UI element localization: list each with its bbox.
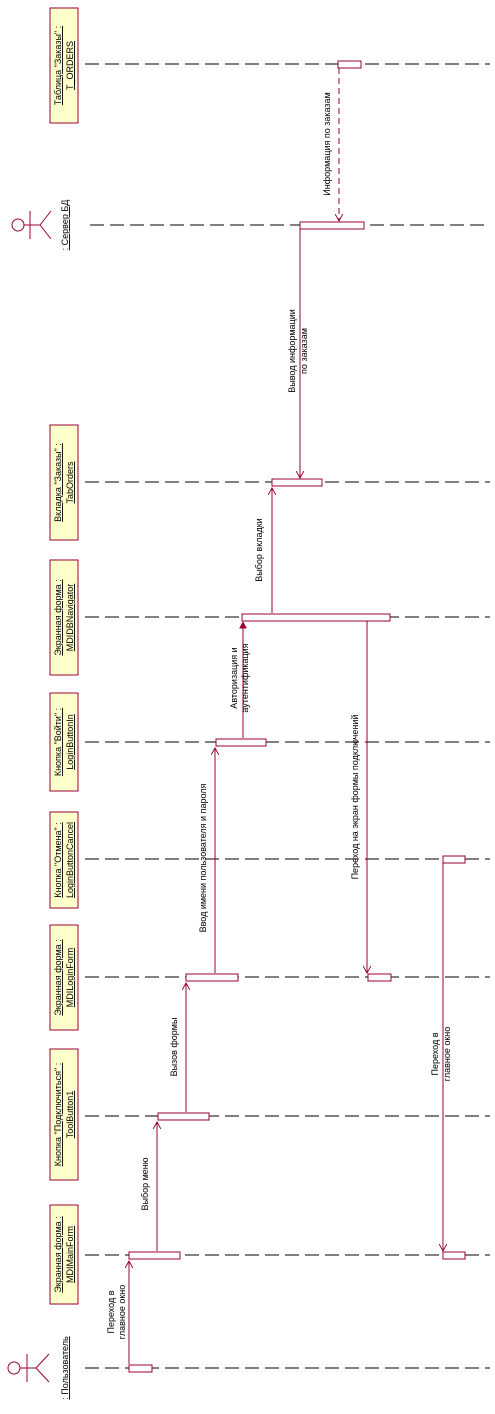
object-tab-orders: Вкладка "Заказы" : TabOrders [49, 424, 79, 541]
object-mdi-navigator-class: MDIDBNavigator [65, 584, 75, 652]
object-mdi-login-form-class: MDILoginForm [65, 948, 75, 1008]
object-tab-orders-class: TabOrders [65, 461, 75, 504]
message-m1: Переход в главное окно [106, 1285, 127, 1340]
activation-tool-button [157, 1112, 210, 1121]
actor-user-label: : Пользователь [60, 1336, 70, 1400]
message-m5-label-1: Авторизация и [229, 647, 239, 708]
object-mdi-navigator-name: Экранная форма : [53, 579, 63, 655]
activation-db-server [299, 221, 365, 230]
object-orders-table-name: Таблица "Заказы" : [53, 26, 63, 105]
message-m8-label: Информация по заказам [322, 92, 332, 195]
object-login-button-in-name: Кнопка "Войти" : [53, 708, 63, 776]
message-m4-label: Ввод имени пользователя и пароля [198, 783, 208, 932]
object-login-button-cancel-name: Кнопка "Отмена" : [53, 822, 63, 897]
object-mdi-main-form: Экранная форма : MDIMainForm [49, 1204, 79, 1305]
object-login-button-in-class: LoginButtonIn [65, 714, 75, 770]
object-tab-orders-name: Вкладка "Заказы" : [53, 443, 63, 522]
message-m10-label-1: Переход в [430, 1032, 440, 1075]
actor-db-server-label: : Сервер БД [60, 200, 70, 251]
object-login-button-cancel: Кнопка "Отмена" : LoginButtonCancel [49, 811, 79, 909]
message-m7-label-1: Вывод информации [287, 309, 297, 393]
message-m2-label: Выбор меню [140, 1157, 150, 1210]
object-mdi-login-form: Экранная форма : MDILoginForm [49, 924, 79, 1031]
activation-tab-orders [271, 478, 323, 487]
actor-db-server: : Сервер БД [11, 200, 70, 251]
message-m1-label-2: главное окно [117, 1285, 127, 1340]
message-m10: Переход в главное окно [430, 1027, 452, 1082]
object-tool-button: Кнопка "Подключиться" : ToolButton1 [49, 1048, 79, 1181]
object-mdi-main-form-name: Экранная форма : [53, 1216, 63, 1292]
object-mdi-navigator: Экранная форма : MDIDBNavigator [49, 559, 79, 676]
activation-login-button-in [215, 738, 267, 747]
actor-user: : Пользователь [7, 1336, 70, 1400]
object-orders-table: Таблица "Заказы" : T_ORDERS [49, 7, 79, 124]
object-tool-button-name: Кнопка "Подключиться" : [53, 1063, 63, 1166]
activation-mdi-main-form-1 [128, 1251, 181, 1260]
object-login-button-in: Кнопка "Войти" : LoginButtonIn [49, 692, 79, 792]
activation-orders-table [337, 60, 362, 69]
activation-mdi-navigator [241, 613, 391, 622]
actor-icon [11, 210, 52, 240]
activation-mdi-main-form-2 [442, 1251, 466, 1260]
message-m9-label: Переход на экран формы подключений [350, 715, 360, 880]
activation-user [128, 1364, 153, 1373]
message-m7-label-2: по заказам [299, 328, 309, 374]
object-orders-table-class: T_ORDERS [65, 41, 75, 90]
message-m10-label-2: главное окно [442, 1027, 452, 1082]
message-m5-label-2: аутентификация [240, 643, 250, 712]
object-mdi-login-form-name: Экранная форма : [53, 939, 63, 1015]
activation-mdi-login-form-2 [367, 973, 392, 982]
object-mdi-main-form-class: MDIMainForm [65, 1226, 75, 1283]
object-login-button-cancel-class: LoginButtonCancel [65, 822, 75, 898]
activation-login-button-cancel [442, 855, 466, 864]
actor-icon [7, 1353, 50, 1383]
message-m7: Вывод информации по заказам [287, 309, 309, 393]
message-m3-label: Вызов формы [169, 1018, 179, 1077]
activation-mdi-login-form-1 [185, 973, 239, 982]
object-tool-button-class: ToolButton1 [65, 1091, 75, 1139]
message-m5: Авторизация и аутентификация [229, 643, 250, 712]
message-m1-label-1: Переход в [106, 1290, 116, 1333]
message-m6-label: Выбор вкладки [254, 518, 264, 581]
